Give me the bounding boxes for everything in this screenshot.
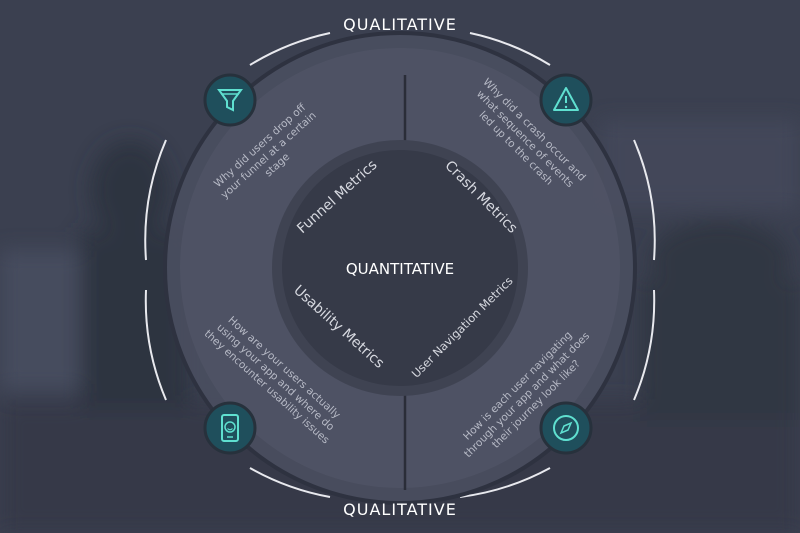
outer-ring — [144, 32, 656, 498]
compass-icon — [539, 401, 593, 455]
smiley-phone-icon — [203, 401, 257, 455]
inner-circle — [282, 150, 518, 386]
warning-icon — [539, 73, 593, 127]
qualitative-label-bottom: QUALITATIVE — [343, 500, 457, 519]
qualitative-label-top: QUALITATIVE — [343, 15, 457, 34]
outer-disk-edge — [163, 31, 637, 505]
funnel-icon — [203, 73, 257, 127]
quantitative-label: QUANTITATIVE — [346, 260, 454, 278]
